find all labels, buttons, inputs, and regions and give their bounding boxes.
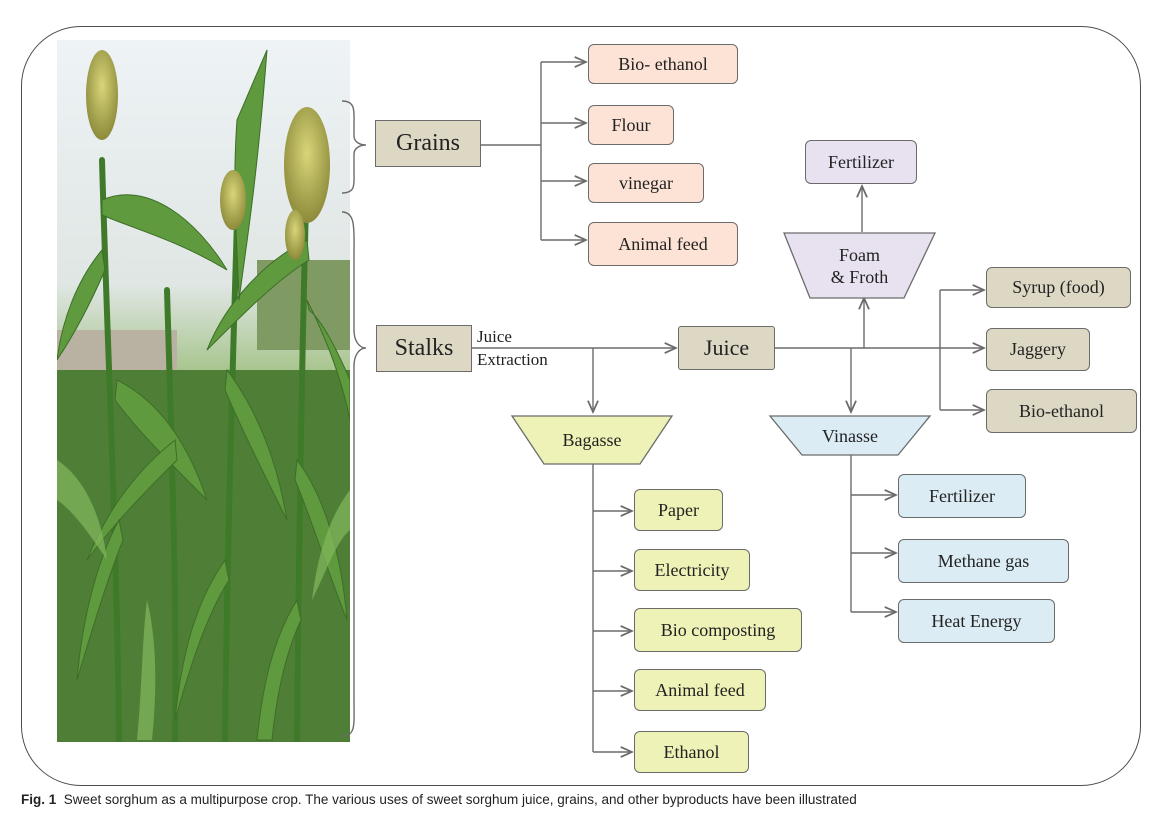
vinasse-product-methane-gas: Methane gas [898, 539, 1069, 583]
grains-node: Grains [375, 120, 481, 167]
bagasse-product-bio-composting: Bio composting [634, 608, 802, 652]
bagasse-product-paper: Paper [634, 489, 723, 531]
juice-product-bioethanol: Bio-ethanol [986, 389, 1137, 433]
juice-product-jaggery: Jaggery [986, 328, 1090, 371]
stalks-brace [341, 211, 367, 737]
grain-product-animal-feed: Animal feed [588, 222, 738, 266]
juice-node: Juice [678, 326, 775, 370]
foam-label-line1: Foam [838, 245, 880, 265]
juice-product-syrup: Syrup (food) [986, 267, 1131, 308]
bagasse-product-ethanol: Ethanol [634, 731, 749, 773]
bagasse-shape [510, 415, 674, 465]
bagasse-product-animal-feed: Animal feed [634, 669, 766, 711]
caption-label: Fig. 1 [21, 792, 57, 807]
bagasse-label: Bagasse [562, 430, 622, 450]
vinasse-product-heat-energy: Heat Energy [898, 599, 1055, 643]
foam-froth-shape [783, 232, 937, 299]
bagasse-product-electricity: Electricity [634, 549, 750, 591]
sorghum-photo [57, 40, 350, 742]
foam-label-line2: & Froth [830, 267, 889, 287]
juice-extraction-label-line1: Juice [477, 327, 512, 346]
figure-caption: Fig. 1 Sweet sorghum as a multipurpose c… [21, 792, 857, 807]
juice-extraction-label-line2: Extraction [477, 350, 548, 369]
grains-brace [341, 100, 367, 194]
grain-product-flour: Flour [588, 105, 674, 145]
stalks-node: Stalks [376, 325, 472, 372]
fertilizer-top-node: Fertilizer [805, 140, 917, 184]
grain-product-vinegar: vinegar [588, 163, 704, 203]
vinasse-product-fertilizer: Fertilizer [898, 474, 1026, 518]
grain-product-bioethanol: Bio- ethanol [588, 44, 738, 84]
vinasse-shape [768, 415, 932, 456]
vinasse-label: Vinasse [822, 426, 878, 446]
caption-text: Sweet sorghum as a multipurpose crop. Th… [63, 792, 857, 807]
foam-froth-label: Foam & Froth [784, 240, 935, 292]
diagram-frame [21, 26, 1141, 786]
